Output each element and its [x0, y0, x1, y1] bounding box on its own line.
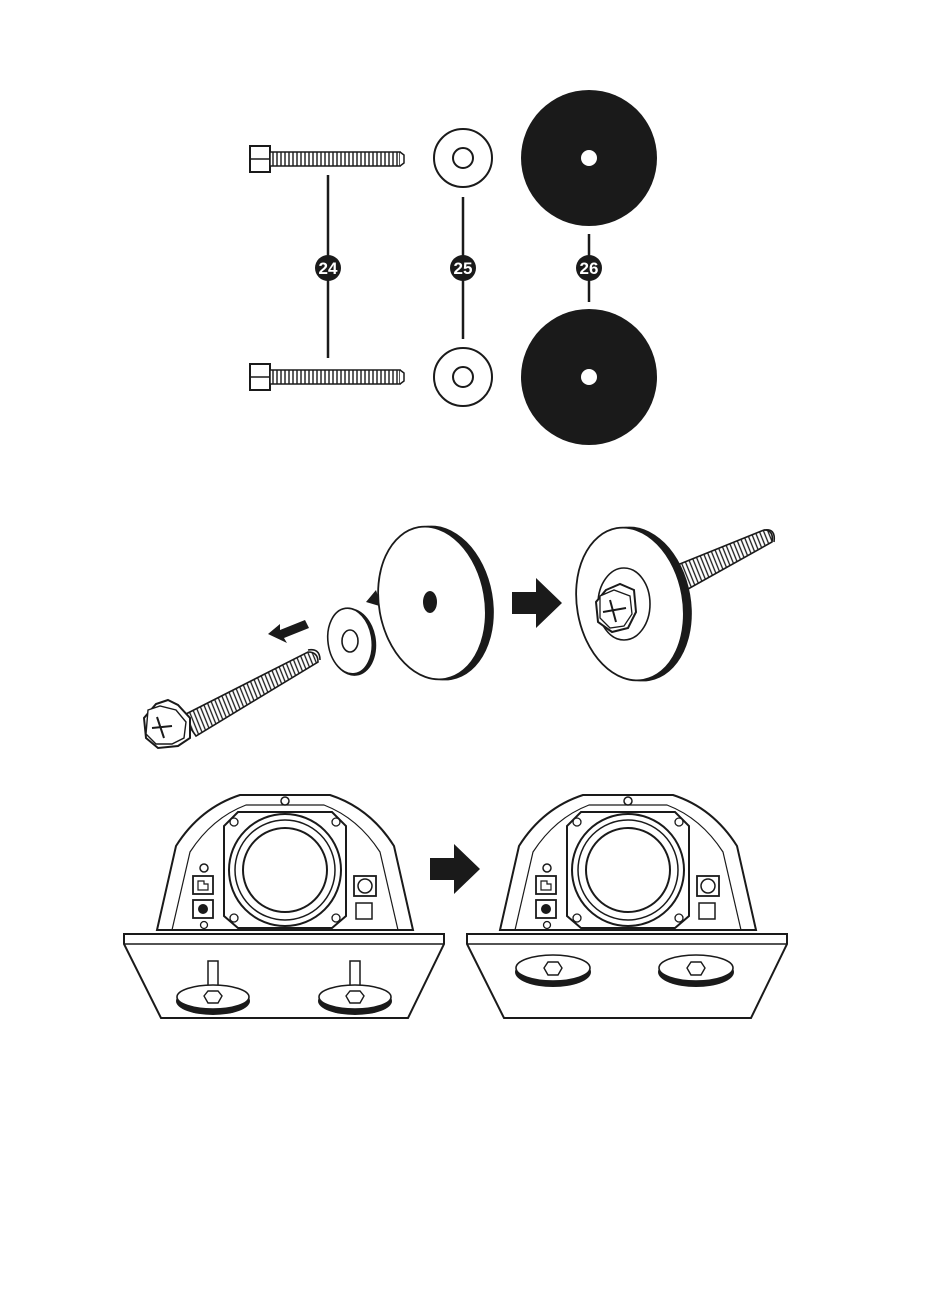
rubber-pad-icon: [366, 517, 505, 690]
speaker-cabinet-icon: [467, 795, 787, 1018]
parts-section: 24 25 26: [250, 90, 657, 445]
rubber-pad-icon: [521, 90, 657, 226]
arrow-icon: [268, 620, 309, 643]
bolt-icon: [144, 650, 320, 748]
callout-label: 24: [319, 259, 338, 278]
washer-icon: [434, 348, 492, 406]
callout-24: 24: [315, 255, 341, 281]
bolt-icon: [250, 364, 404, 390]
arrow-right-icon: [430, 844, 480, 894]
callout-label: 25: [454, 259, 473, 278]
bolt-icon: [250, 146, 404, 172]
exploded-assembly-section: [144, 517, 774, 748]
callout-label: 26: [580, 259, 599, 278]
speaker-cabinet-icon: [124, 795, 444, 1018]
callout-26: 26: [576, 255, 602, 281]
cabinet-section: [124, 795, 787, 1018]
washer-icon: [324, 605, 381, 679]
rubber-pad-icon: [521, 309, 657, 445]
callout-25: 25: [450, 255, 476, 281]
arrow-right-icon: [512, 578, 562, 628]
washer-icon: [434, 129, 492, 187]
